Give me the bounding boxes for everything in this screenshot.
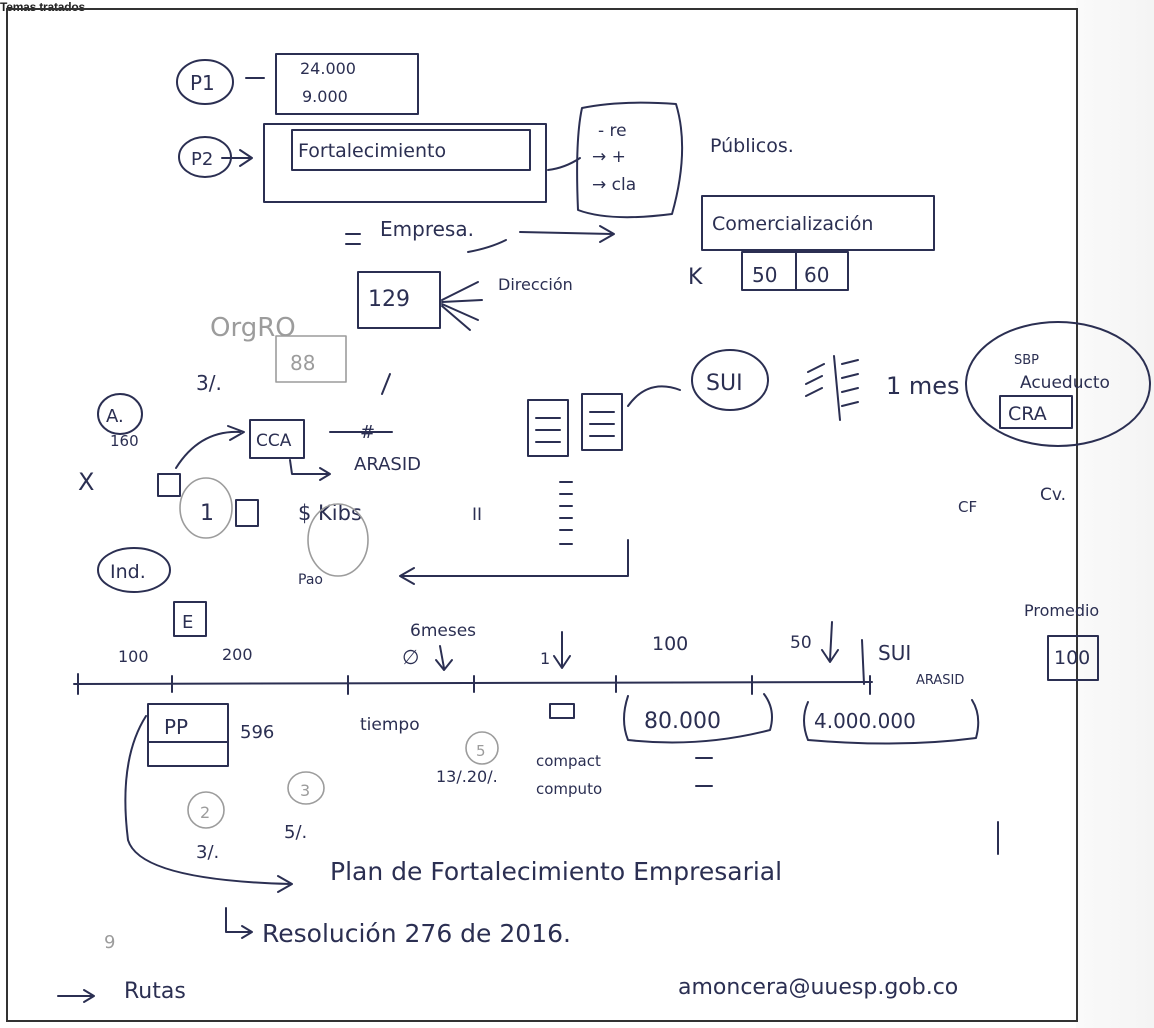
direccion-text: Dirección [498,275,573,294]
computo-text: computo [536,780,602,798]
sui-b-text: SUI [878,641,911,665]
arasid-b-text: ARASID [916,673,964,688]
promedio-value: 100 [1054,647,1090,669]
p2-label: P2 [191,149,213,170]
tick-200: 200 [222,645,253,664]
nine-text: 9 [104,932,115,953]
pao-text: Pao [298,572,323,588]
plan-text: Plan de Fortalecimiento Empresarial [330,857,782,886]
sui-text: SUI [706,371,743,396]
pp-text: PP [164,715,188,739]
fortalecimiento-text: Fortalecimiento [298,140,446,162]
a-label: A. [106,406,124,427]
k-text: K [688,265,703,290]
fifty-b-text: 50 [790,633,812,653]
svg-text:Ⅹ: Ⅹ [78,468,94,496]
promedio-text: Promedio [1024,601,1099,620]
ind-text: Ind. [110,561,146,583]
one-b-text: 1 [540,649,550,668]
n80000-value: 80.000 [644,709,721,734]
zero-symbol: ∅ [402,645,419,669]
orgro-text: OrgRO [210,313,296,343]
cla-item-1: - re [598,121,627,141]
fifty-value: 50 [752,263,777,287]
sixty-value: 60 [804,263,829,287]
tick-100: 100 [118,647,149,666]
cra-text: CRA [1008,403,1047,425]
p1-value-1: 24.000 [300,59,356,78]
eight-value: 88 [290,351,315,375]
six-meses-text: 6meses [410,621,476,641]
hash-mark: # [360,422,375,443]
n129-value: 129 [368,287,410,312]
p1-label: P1 [190,71,215,95]
cv-text: Cv. [1040,485,1066,505]
ii-text: II [472,505,482,525]
tiempo-text: tiempo [360,715,420,735]
three-text: 3 [300,781,310,800]
hundred-text: 100 [652,633,688,655]
publicos-text: Públicos. [710,135,794,157]
sbp-text: SBP [1014,353,1039,368]
email-text: amoncera@uuesp.gob.co [678,975,958,1000]
n4000000-value: 4.000.000 [814,709,916,733]
cca-text: CCA [256,431,292,451]
cf-text: CF [958,498,977,516]
three-pct-b-text: 3/. [196,842,219,863]
two-text: 2 [200,803,210,822]
cla-item-2: → + [592,147,626,167]
five-text: 5 [476,742,486,760]
arasid-text: ARASID [354,454,421,475]
cla-item-3: → cla [592,175,636,195]
rutas-text: Rutas [124,979,186,1004]
resolucion-text: Resolución 276 de 2016. [262,919,571,948]
e-box-text: E [182,612,193,633]
mes-text: 1 mes [886,372,960,400]
a-160-value: 160 [110,432,139,450]
three-pct-text: 3/. [196,371,222,395]
one-label: 1 [200,501,214,526]
five-pct-text: 5/. [284,822,307,843]
acueducto-text: Acueducto [1020,373,1110,393]
empresa-text: Empresa. [380,217,474,241]
n596-value: 596 [240,722,274,743]
p1-value-2: 9.000 [302,87,348,106]
comercializacion-text: Comercialización [712,213,873,235]
compact-text: compact [536,752,601,770]
pct-13-20-text: 13/.20/. [436,767,498,786]
